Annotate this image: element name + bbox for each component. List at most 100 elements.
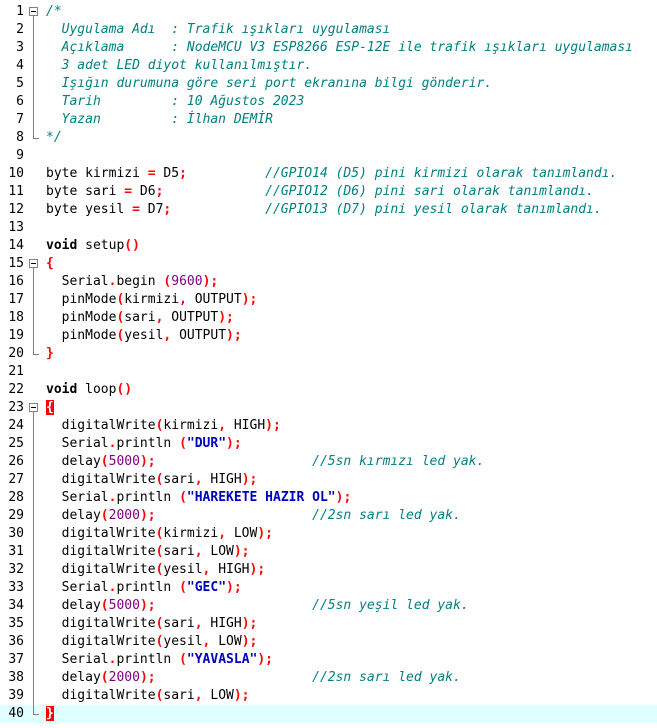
code-line[interactable]: 6 Tarih : 10 Ağustos 2023: [0, 93, 657, 111]
code-text[interactable]: {: [46, 399, 54, 417]
code-text[interactable]: }: [46, 705, 54, 723]
code-text[interactable]: byte kirmizi = D5; //GPIO14 (D5) pini ki…: [46, 165, 617, 183]
code-line[interactable]: 13: [0, 219, 657, 237]
code-line[interactable]: 24 digitalWrite(kirmizi, HIGH);: [0, 417, 657, 435]
code-line[interactable]: 31 digitalWrite(sari, LOW);: [0, 543, 657, 561]
code-token: );: [241, 634, 258, 649]
code-text[interactable]: digitalWrite(yesil, LOW);: [46, 633, 258, 651]
code-text[interactable]: Serial.println ("HAREKETE HAZIR OL");: [46, 489, 352, 507]
code-token: (: [116, 292, 125, 307]
code-text[interactable]: digitalWrite(kirmizi, HIGH);: [46, 417, 281, 435]
code-text[interactable]: digitalWrite(sari, LOW);: [46, 543, 250, 561]
code-token: ,: [155, 310, 164, 325]
code-token: );: [335, 490, 352, 505]
code-token: "YAVASLA": [186, 652, 258, 667]
fold-toggle-icon[interactable]: [24, 3, 46, 21]
code-line[interactable]: 38 delay(2000); //2sn sarı led yak.: [0, 669, 657, 687]
line-number: 7: [16, 112, 24, 127]
code-text[interactable]: digitalWrite(yesil, HIGH);: [46, 561, 266, 579]
code-line[interactable]: 18 pinMode(sari, OUTPUT);: [0, 309, 657, 327]
code-text[interactable]: Serial.println ("GEC");: [46, 579, 242, 597]
code-text[interactable]: byte sari = D6; //GPIO12 (D6) pini sari …: [46, 183, 594, 201]
code-line[interactable]: 4 3 adet LED diyot kullanılmıştır.: [0, 57, 657, 75]
code-text[interactable]: }: [46, 345, 54, 363]
code-line[interactable]: 16 Serial.begin (9600);: [0, 273, 657, 291]
code-text[interactable]: Tarih : 10 Ağustos 2023: [46, 93, 305, 111]
code-line[interactable]: 35 digitalWrite(sari, HIGH);: [0, 615, 657, 633]
code-token: Yazan : İlhan DEMİR: [46, 112, 273, 127]
code-line[interactable]: 25 Serial.println ("DUR");: [0, 435, 657, 453]
code-line[interactable]: 19 pinMode(yesil, OUTPUT);: [0, 327, 657, 345]
code-text[interactable]: digitalWrite(kirmizi, LOW);: [46, 525, 273, 543]
code-text[interactable]: digitalWrite(sari, HIGH);: [46, 471, 258, 489]
code-text[interactable]: */: [46, 129, 62, 147]
code-text[interactable]: 3 adet LED diyot kullanılmıştır.: [46, 57, 312, 75]
code-text[interactable]: delay(5000); //5sn yeşil led yak.: [46, 597, 469, 615]
code-token: sari: [124, 310, 156, 325]
code-text[interactable]: pinMode(sari, OUTPUT);: [46, 309, 234, 327]
code-line[interactable]: 40}: [0, 705, 657, 723]
code-token: (: [100, 670, 109, 685]
line-number: 25: [8, 436, 24, 451]
code-text[interactable]: Uygulama Adı : Trafik ışıkları uygulamas…: [46, 21, 391, 39]
code-token: .: [108, 274, 117, 289]
code-text[interactable]: digitalWrite(sari, HIGH);: [46, 615, 258, 633]
code-token: println: [116, 490, 180, 505]
code-line[interactable]: 32 digitalWrite(yesil, HIGH);: [0, 561, 657, 579]
code-text[interactable]: void setup(): [46, 237, 140, 255]
code-line[interactable]: 23{: [0, 399, 657, 417]
code-text[interactable]: delay(5000); //5sn kırmızı led yak.: [46, 453, 485, 471]
code-line[interactable]: 15{: [0, 255, 657, 273]
code-line[interactable]: 3 Açıklama : NodeMCU V3 ESP8266 ESP-12E …: [0, 39, 657, 57]
code-line[interactable]: 28 Serial.println ("HAREKETE HAZIR OL");: [0, 489, 657, 507]
code-line[interactable]: 39 digitalWrite(sari, LOW);: [0, 687, 657, 705]
code-text[interactable]: Açıklama : NodeMCU V3 ESP8266 ESP-12E il…: [46, 39, 633, 57]
fold-line-icon: [24, 597, 46, 615]
code-text[interactable]: Yazan : İlhan DEMİR: [46, 111, 273, 129]
code-text[interactable]: byte yesil = D7; //GPIO13 (D7) pini yesi…: [46, 201, 602, 219]
fold-toggle-icon[interactable]: [24, 255, 46, 273]
code-text[interactable]: delay(2000); //2sn sarı led yak.: [46, 669, 461, 687]
code-line[interactable]: 33 Serial.println ("GEC");: [0, 579, 657, 597]
fold-line-icon: [24, 507, 46, 525]
code-text[interactable]: Serial.begin (9600);: [46, 273, 219, 291]
code-text[interactable]: digitalWrite(sari, LOW);: [46, 687, 250, 705]
code-line[interactable]: 5 Işığın durumuna göre seri port ekranın…: [0, 75, 657, 93]
code-text[interactable]: Serial.println ("DUR");: [46, 435, 242, 453]
code-line[interactable]: 34 delay(5000); //5sn yeşil led yak.: [0, 597, 657, 615]
code-line[interactable]: 2 Uygulama Adı : Trafik ışıkları uygulam…: [0, 21, 657, 39]
code-line[interactable]: 8*/: [0, 129, 657, 147]
fold-margin: [24, 237, 46, 255]
code-line[interactable]: 9: [0, 147, 657, 165]
code-line[interactable]: 26 delay(5000); //5sn kırmızı led yak.: [0, 453, 657, 471]
code-line[interactable]: 20}: [0, 345, 657, 363]
code-text[interactable]: Işığın durumuna göre seri port ekranına …: [46, 75, 492, 93]
fold-toggle-icon[interactable]: [24, 399, 46, 417]
code-text[interactable]: /*: [46, 3, 62, 21]
code-line[interactable]: 21: [0, 363, 657, 381]
code-line[interactable]: 27 digitalWrite(sari, HIGH);: [0, 471, 657, 489]
fold-line-icon: [24, 453, 46, 471]
code-token: setup: [77, 238, 125, 253]
code-text[interactable]: void loop(): [46, 381, 132, 399]
code-text[interactable]: Serial.println ("YAVASLA");: [46, 651, 273, 669]
code-line[interactable]: 29 delay(2000); //2sn sarı led yak.: [0, 507, 657, 525]
code-line[interactable]: 36 digitalWrite(yesil, LOW);: [0, 633, 657, 651]
code-text[interactable]: pinMode(yesil, OUTPUT);: [46, 327, 242, 345]
code-line[interactable]: 1/*: [0, 3, 657, 21]
code-line[interactable]: 37 Serial.println ("YAVASLA");: [0, 651, 657, 669]
code-token: .: [108, 436, 117, 451]
code-text[interactable]: delay(2000); //2sn sarı led yak.: [46, 507, 461, 525]
code-text[interactable]: {: [46, 255, 54, 273]
code-token: Serial: [46, 274, 109, 289]
code-line[interactable]: 30 digitalWrite(kirmizi, LOW);: [0, 525, 657, 543]
code-line[interactable]: 17 pinMode(kirmizi, OUTPUT);: [0, 291, 657, 309]
code-text[interactable]: pinMode(kirmizi, OUTPUT);: [46, 291, 258, 309]
code-line[interactable]: 7 Yazan : İlhan DEMİR: [0, 111, 657, 129]
